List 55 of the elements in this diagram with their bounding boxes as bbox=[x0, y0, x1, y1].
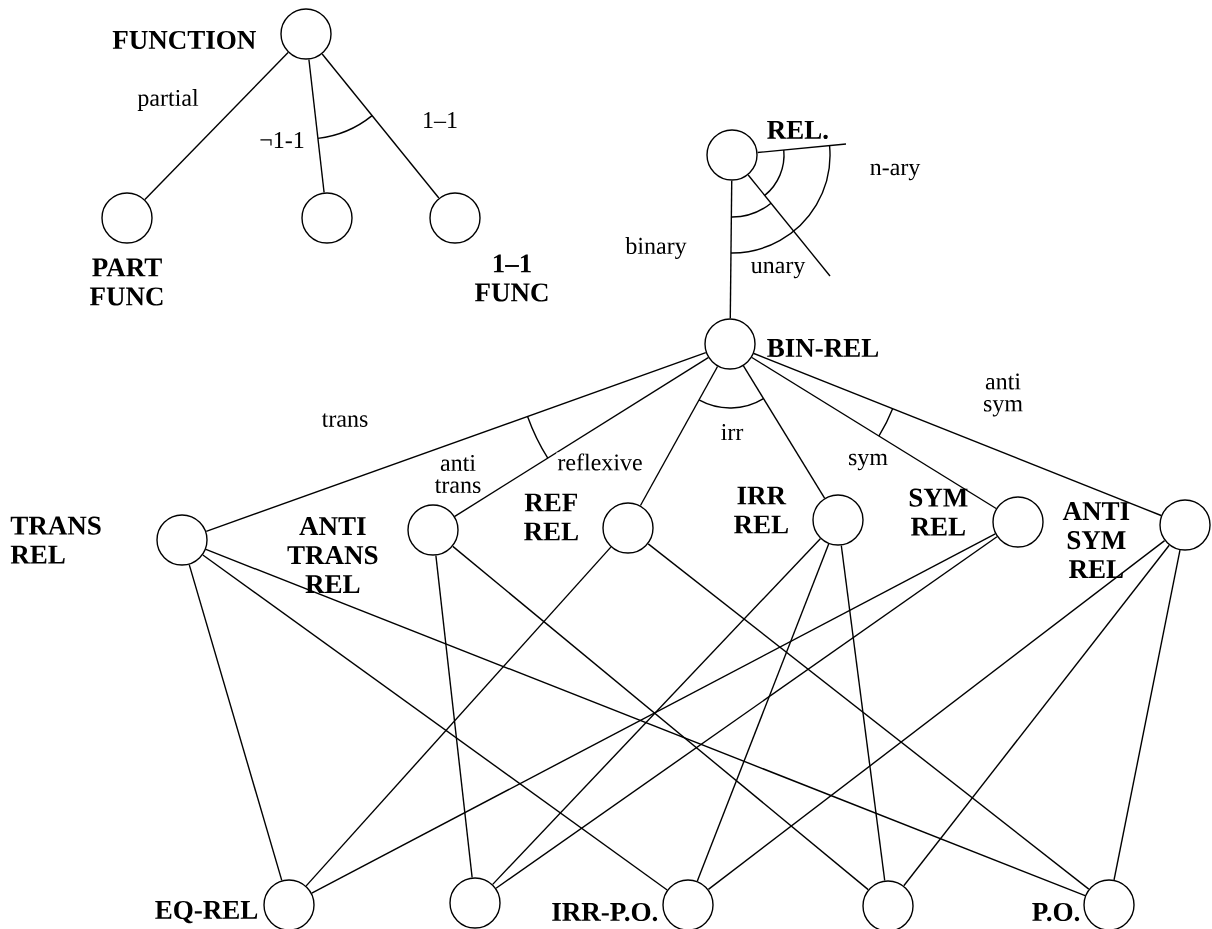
edge-label: anti trans bbox=[433, 453, 483, 495]
connector-line bbox=[492, 537, 822, 886]
connector-line bbox=[647, 543, 1090, 890]
node-label: PART FUNC bbox=[89, 258, 163, 306]
edge-label: unary bbox=[749, 260, 807, 280]
connector-line bbox=[729, 180, 733, 319]
edge-label: irr bbox=[719, 423, 745, 441]
edge-label: trans bbox=[320, 412, 370, 428]
node-circle bbox=[301, 192, 353, 244]
connector-line bbox=[742, 365, 826, 499]
node-label: P.O. bbox=[1032, 902, 1080, 922]
edge-label: partial bbox=[136, 88, 200, 112]
connector-line bbox=[639, 365, 719, 507]
edge-label: n-ary bbox=[868, 162, 922, 182]
edge-label: binary bbox=[624, 236, 688, 260]
connector-line bbox=[696, 543, 830, 882]
connector-line bbox=[753, 352, 1162, 517]
connector-line bbox=[321, 53, 440, 199]
node-label: IRR-P.O. bbox=[552, 902, 658, 922]
connector-line bbox=[840, 544, 886, 882]
node-label: TRANS REL bbox=[10, 516, 101, 564]
node-label: 1–1 FUNC bbox=[474, 254, 548, 302]
edge-label: ¬1-1 bbox=[258, 131, 306, 149]
connector-line bbox=[144, 51, 289, 201]
connector-line bbox=[452, 545, 869, 891]
connector-line bbox=[205, 548, 1086, 897]
node-label: ANTI SYM REL bbox=[1062, 502, 1130, 578]
connector-line bbox=[202, 554, 668, 891]
connector-line bbox=[308, 58, 325, 194]
connector-line bbox=[188, 563, 283, 882]
node-label: BIN-REL bbox=[767, 339, 879, 357]
edge-label: 1–1 bbox=[421, 111, 459, 129]
connector-line bbox=[747, 174, 831, 277]
connector-line bbox=[756, 143, 847, 154]
connector-line bbox=[305, 546, 612, 887]
node-label: REL. bbox=[767, 120, 828, 140]
edge-label: anti sym bbox=[978, 372, 1028, 418]
node-label: IRR REL bbox=[734, 486, 788, 534]
connector-line bbox=[751, 356, 997, 510]
connector-line bbox=[454, 356, 709, 518]
node-label: SYM REL bbox=[909, 488, 968, 536]
edge-label: sym bbox=[847, 452, 889, 472]
edge-label: reflexive bbox=[556, 452, 644, 472]
node-label: FUNCTION bbox=[112, 30, 256, 50]
connector-line bbox=[205, 351, 707, 533]
node-label: REF REL bbox=[524, 493, 578, 541]
node-label: ANTI TRANS REL bbox=[287, 517, 378, 593]
connector-line bbox=[1113, 549, 1181, 881]
connector-line bbox=[495, 536, 998, 889]
connector-line bbox=[435, 554, 473, 879]
node-label: EQ-REL bbox=[155, 900, 258, 924]
connector-line bbox=[311, 533, 996, 894]
connector-line bbox=[707, 539, 1166, 891]
connector-line bbox=[903, 544, 1170, 887]
node-circle bbox=[449, 877, 501, 929]
